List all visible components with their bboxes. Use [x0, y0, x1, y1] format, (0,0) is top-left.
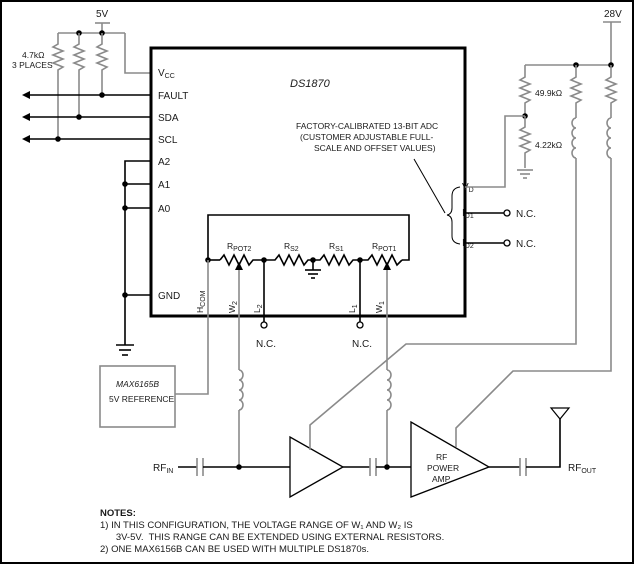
adc-note-line-1: FACTORY-CALIBRATED 13-BIT ADC — [296, 121, 438, 131]
note-2: 2) ONE MAX6156B CAN BE USED WITH MULTIPL… — [100, 544, 369, 555]
ground-icon — [305, 269, 321, 279]
pullup-count-label: 3 PLACES — [12, 60, 53, 70]
pin-vcc: VCC — [158, 68, 175, 80]
nc-terminal-icon — [503, 209, 511, 217]
internal-resistor-network: RPOT2 RS2 RS1 RPOT1 HCOM W2 L2 L1 W1 — [195, 214, 410, 313]
ground-icon — [517, 169, 533, 179]
notes-heading: NOTES: — [100, 508, 136, 519]
resistor-icon — [94, 33, 110, 76]
pin-a2: A2 — [158, 157, 171, 168]
pa-label-line-2: POWER — [427, 463, 459, 473]
vd-wire — [465, 115, 525, 188]
note-1-line-1: 1) IN THIS CONFIGURATION, THE VOLTAGE RA… — [100, 520, 413, 531]
drain-feed-driver — [309, 65, 584, 450]
supply-5v: 5V — [58, 9, 150, 74]
nc-label-id1: N.C. — [516, 209, 536, 220]
wiper-arrow-icon — [235, 262, 243, 270]
arrow-left-icon — [22, 135, 30, 143]
label-rs2: RS2 — [284, 241, 299, 253]
reference-name: MAX6165B — [116, 379, 159, 389]
rf-signal-chain: RFIN RF POWER AMP RFOUT — [153, 407, 597, 499]
adc-annotation: FACTORY-CALIBRATED 13-BIT ADC (CUSTOMER … — [296, 121, 461, 245]
notes-section: NOTES: 1) IN THIS CONFIGURATION, THE VOL… — [100, 508, 444, 555]
chip-left-pins: VCC FAULT SDA SCL A2 A1 A0 GND — [158, 68, 188, 302]
pa-label-line-1: RF — [436, 452, 447, 462]
drain-feed-power-amp — [455, 65, 619, 447]
pin-a1: A1 — [158, 180, 171, 191]
w1-bias-path — [384, 270, 392, 470]
pa-label-line-3: AMP — [432, 474, 451, 484]
reference-wiring: MAX6165B 5V REFERENCE — [99, 260, 209, 428]
nc-label-l1: N.C. — [352, 339, 372, 350]
i2c-bus-lines — [22, 76, 150, 143]
resistor-icon — [517, 65, 533, 116]
potentiometer-icon — [360, 253, 403, 267]
supply-28v: 28V — [525, 9, 622, 68]
chip-name: DS1870 — [290, 78, 331, 90]
address-ground-wiring — [116, 160, 150, 356]
rf-out-label: RFOUT — [568, 463, 597, 475]
arrow-left-icon — [22, 113, 30, 121]
supply-28v-label: 28V — [604, 9, 622, 20]
inductor-icon — [571, 117, 577, 159]
pin-id2: ID2 — [462, 238, 474, 250]
inductor-icon — [386, 369, 392, 411]
pin-scl: SCL — [158, 135, 178, 146]
inductor-icon — [606, 117, 612, 159]
adc-leader-line — [413, 158, 446, 214]
note-1-line-2: 3V-5V. THIS RANGE CAN BE EXTENDED USING … — [100, 532, 444, 543]
max6165b-reference-box — [99, 365, 176, 428]
brace-icon — [446, 186, 461, 245]
nc-terminal-icon — [260, 321, 268, 329]
nc-label-id2: N.C. — [516, 239, 536, 250]
antenna-icon — [549, 407, 571, 420]
pin-gnd: GND — [158, 291, 180, 302]
supply-5v-label: 5V — [96, 9, 109, 20]
resistor-icon — [264, 253, 313, 267]
pin-a0: A0 — [158, 204, 171, 215]
pullup-resistors: 4.7kΩ 3 PLACES — [12, 33, 110, 76]
pin-l2: L2 — [252, 304, 264, 313]
label-rpot1: RPOT1 — [372, 241, 397, 253]
adc-note-line-3: SCALE AND OFFSET VALUES) — [314, 143, 436, 153]
driver-amplifier-icon — [289, 435, 345, 499]
divider-upper-value: 49.9kΩ — [535, 88, 562, 98]
ds1870-chip — [149, 46, 467, 318]
pin-l1: L1 — [347, 304, 359, 313]
pullup-value-label: 4.7kΩ — [22, 50, 44, 60]
pin-id1: ID1 — [462, 208, 474, 220]
resistor-icon — [71, 33, 87, 76]
resistor-icon — [50, 33, 66, 76]
nc-terminal-icon — [503, 239, 511, 247]
vd-voltage-divider: 49.9kΩ 4.22kΩ — [465, 65, 562, 188]
resistor-icon — [517, 116, 533, 168]
nc-terminal-icon — [356, 321, 364, 329]
adc-note-line-2: (CUSTOMER ADJUSTABLE FULL- — [300, 132, 434, 142]
nc-label-l2: N.C. — [256, 339, 276, 350]
pin-hcom: HCOM — [195, 290, 207, 313]
arrow-left-icon — [22, 91, 30, 99]
rf-in-label: RFIN — [153, 463, 173, 475]
pin-w2: W2 — [227, 301, 239, 313]
pin-sda: SDA — [158, 113, 179, 124]
l-pins-nc: N.C. N.C. — [256, 260, 372, 350]
w2-bias-path — [236, 270, 244, 470]
inductor-icon — [238, 369, 244, 411]
resistor-icon — [568, 65, 584, 118]
rf-power-amplifier-icon — [410, 420, 491, 498]
divider-lower-value: 4.22kΩ — [535, 140, 562, 150]
reference-desc: 5V REFERENCE — [109, 394, 175, 404]
resistor-icon — [603, 65, 619, 118]
label-rpot2: RPOT2 — [227, 241, 252, 253]
pin-w1: W1 — [374, 301, 386, 313]
label-rs1: RS1 — [329, 241, 344, 253]
resistor-icon — [313, 253, 360, 267]
pin-fault: FAULT — [158, 91, 188, 102]
ground-icon — [116, 344, 134, 356]
wiper-arrow-icon — [383, 262, 391, 270]
vcc-wire — [124, 33, 150, 74]
